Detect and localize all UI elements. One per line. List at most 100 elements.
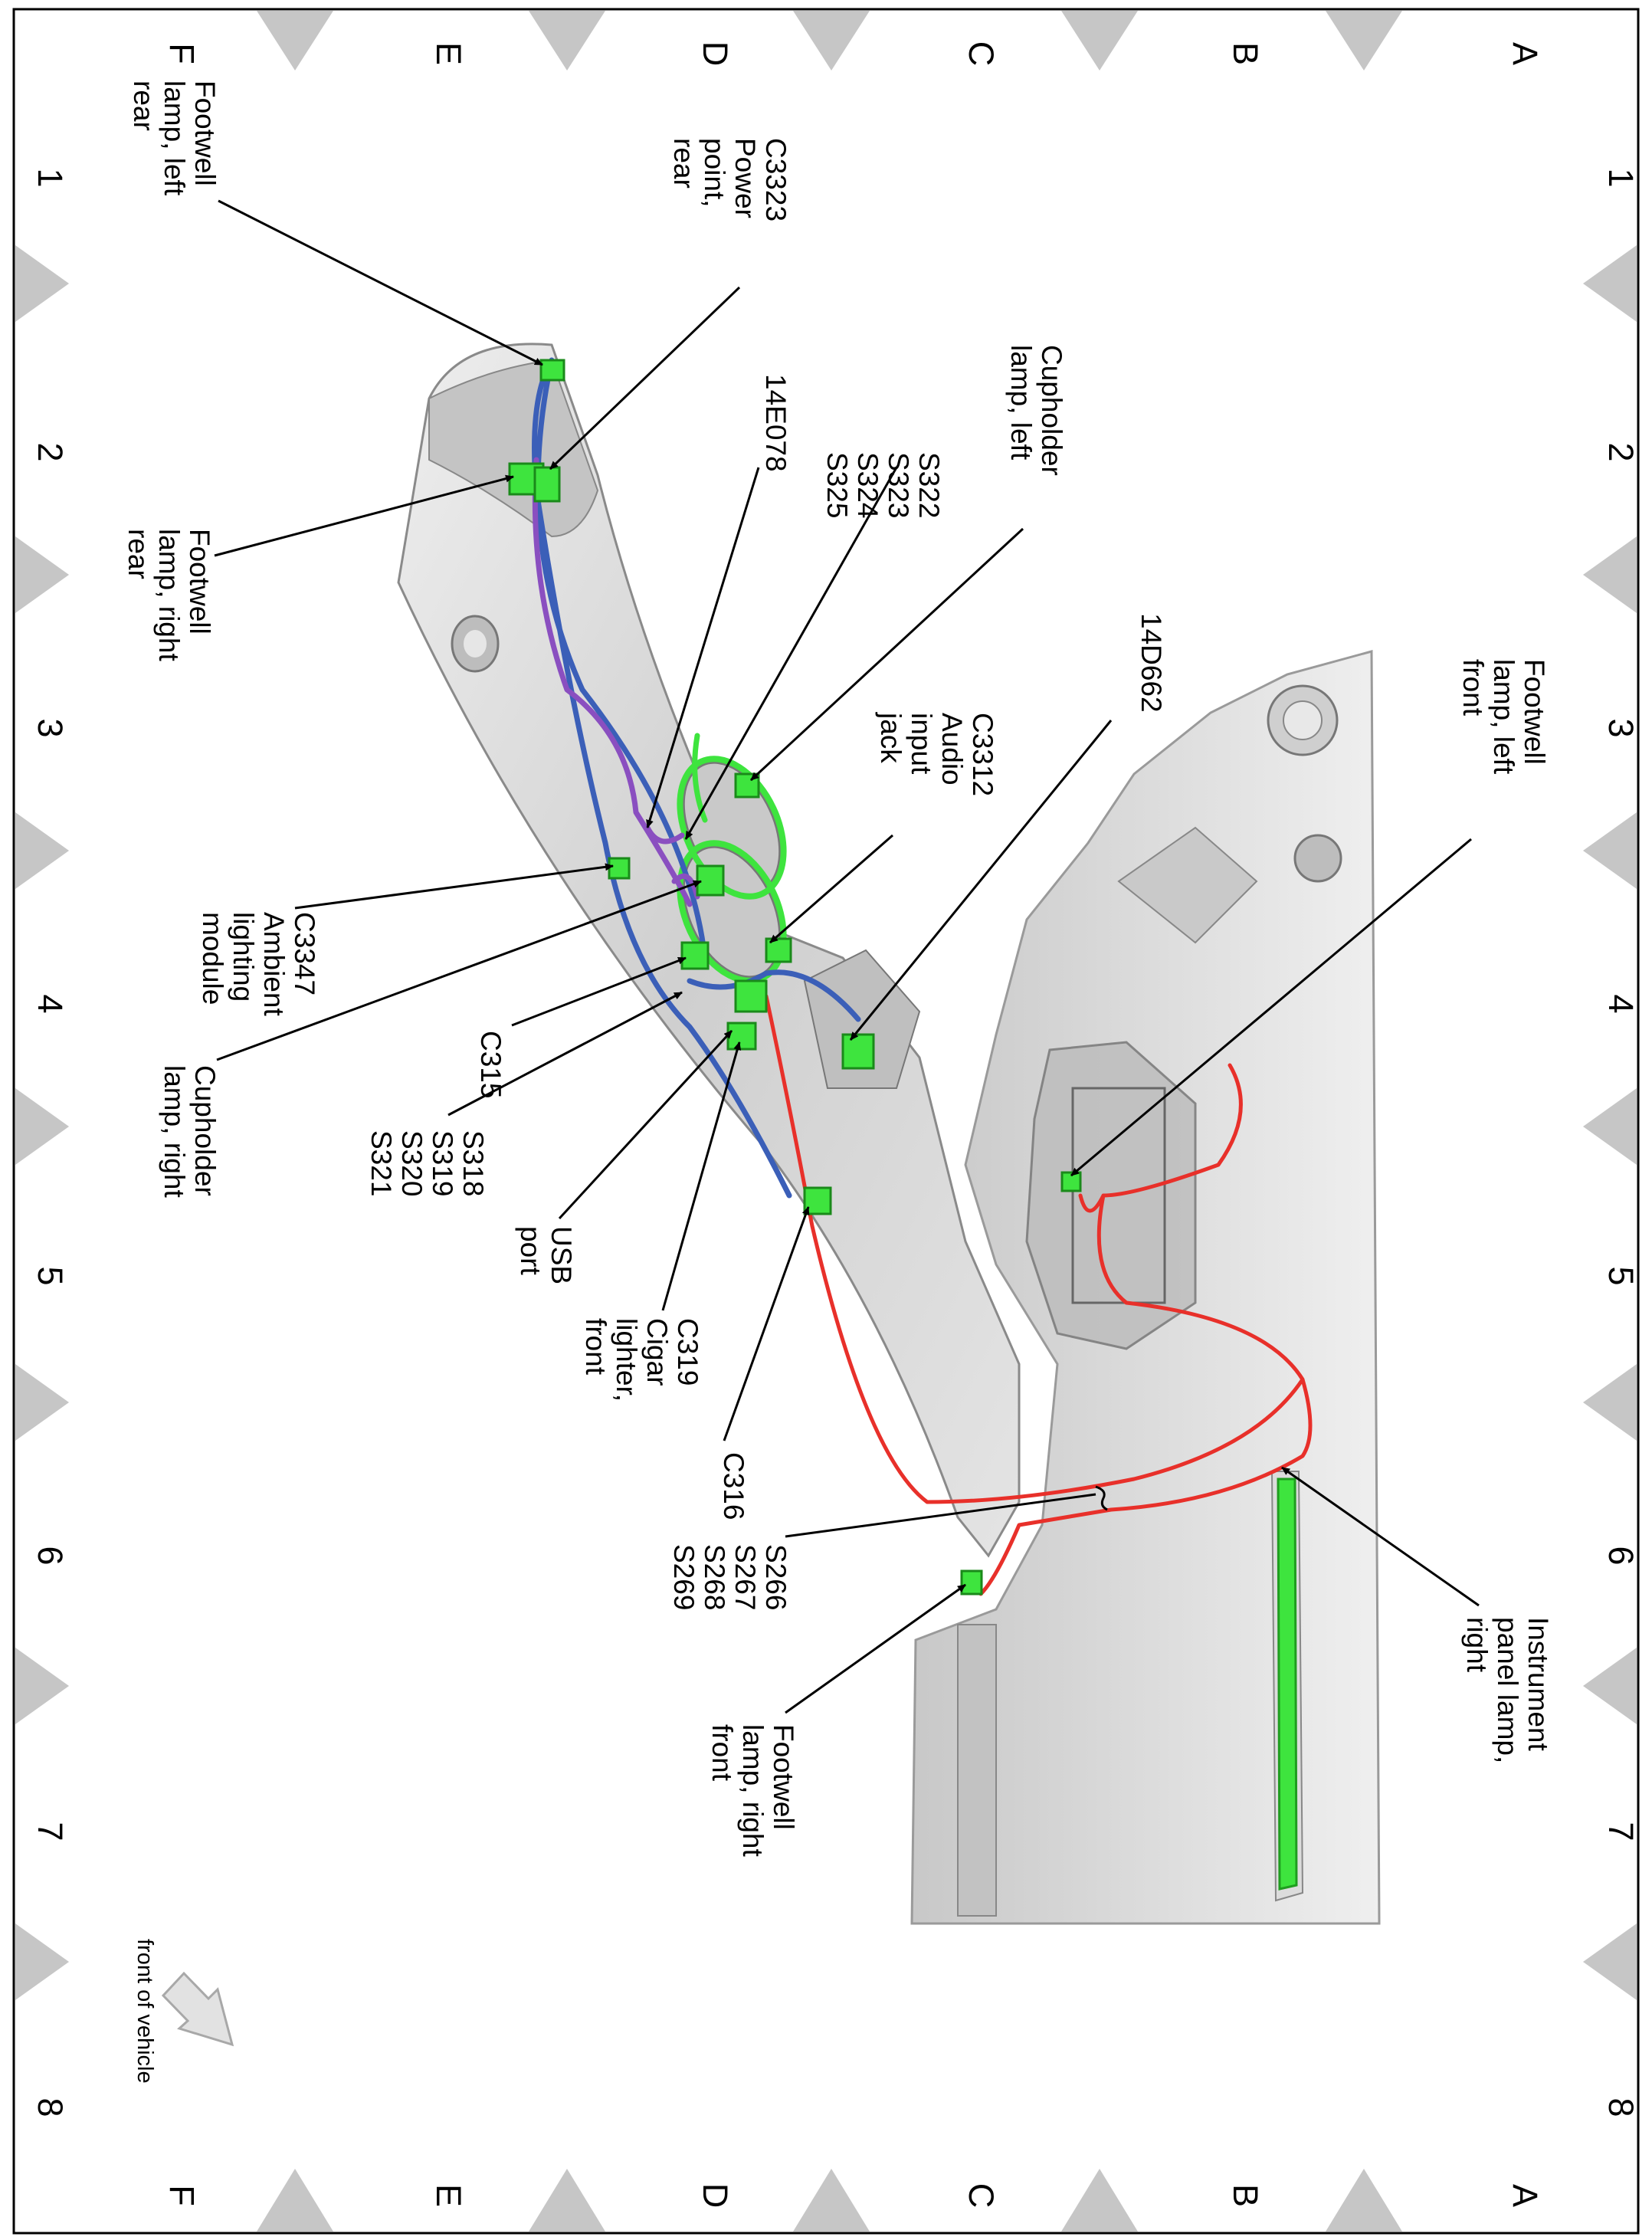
connector-14d662	[841, 1033, 875, 1070]
callout-line: lamp, left	[159, 80, 190, 196]
col-label-right-2: 2	[1601, 442, 1641, 461]
callout-14e078: 14E078	[760, 374, 792, 472]
callout-line: point,	[699, 138, 730, 208]
col-label-right-3: 3	[1601, 718, 1641, 737]
callout-line: S266	[760, 1544, 792, 1610]
col-label-right-4: 4	[1601, 994, 1641, 1013]
callout-line: S321	[365, 1130, 397, 1196]
callout-line: module	[197, 912, 228, 1005]
callout-c315: C315	[475, 1031, 506, 1098]
leader-lines	[214, 199, 1480, 1714]
callout-line: input	[906, 713, 937, 775]
col-label-left-8: 8	[31, 2097, 70, 2117]
col-label-left-6: 6	[31, 1546, 70, 1565]
col-label-left-3: 3	[31, 718, 70, 737]
callout-line: S269	[668, 1544, 700, 1610]
col-label-left-5: 5	[31, 1266, 70, 1285]
connector-c315	[680, 941, 710, 970]
front-of-vehicle-label: front of vehicle	[133, 1939, 157, 2084]
callout-line: Footwell	[184, 529, 215, 635]
col-label-right-1: 1	[1601, 168, 1641, 187]
callout-line: Instrument	[1523, 1617, 1554, 1752]
callout-c316: C316	[718, 1452, 749, 1520]
callout-line: S325	[821, 452, 853, 518]
row-label-bottom-E: E	[429, 2184, 468, 2207]
callout-line: S318	[457, 1130, 489, 1196]
callout-line: USB	[546, 1226, 577, 1284]
wire-red	[764, 994, 1313, 1596]
callout-line: lighting	[228, 912, 259, 1002]
col-label-left-1: 1	[31, 168, 70, 187]
callout-line: S267	[729, 1544, 761, 1610]
callout-line: S322	[913, 452, 945, 518]
connector-s318	[734, 979, 768, 1013]
callout-line: lamp, right	[737, 1724, 769, 1857]
callout-line: port	[515, 1226, 546, 1275]
callout-line: front	[706, 1724, 738, 1782]
connector-footwell-left-rear	[539, 359, 565, 382]
callout-line: right	[1461, 1617, 1493, 1673]
col-labels-left: 1 2 3 4 5 6 7 8	[31, 168, 70, 2117]
col-label-right-6: 6	[1601, 1546, 1641, 1565]
col-label-right-8: 8	[1601, 2097, 1641, 2117]
callout-line: lamp, left	[1488, 659, 1519, 775]
callout-line: Cupholder	[189, 1065, 221, 1196]
connector-cupholder-right	[696, 864, 725, 897]
orientation-indicator: front of vehicle	[133, 1939, 234, 2084]
callout-line: front	[1457, 659, 1489, 717]
callout-line: Ambient	[258, 912, 290, 1016]
callout-line: S323	[883, 452, 914, 518]
callout-line: panel lamp,	[1492, 1617, 1523, 1763]
callout-line: S268	[699, 1544, 730, 1610]
col-label-left-7: 7	[31, 1822, 70, 1841]
callout-line: S319	[427, 1130, 458, 1196]
wire-purple	[532, 457, 700, 907]
callout-line: C3323	[760, 138, 792, 221]
callout-line: Cupholder	[1036, 345, 1067, 476]
callout-line: lamp, left	[1005, 345, 1037, 461]
connector-c3323	[533, 466, 561, 503]
grid-markers	[15, 11, 1637, 2232]
callout-line: Audio	[936, 713, 968, 785]
callout-line: Cigar	[641, 1318, 673, 1386]
col-label-left-2: 2	[31, 442, 70, 461]
row-label-top-C: C	[962, 41, 1001, 67]
callout-line: C316	[718, 1452, 749, 1520]
callout-line: Footwell	[189, 80, 221, 186]
callout-line: lamp, right	[159, 1065, 190, 1198]
col-label-right-7: 7	[1601, 1822, 1641, 1841]
row-label-bottom-A: A	[1506, 2184, 1545, 2207]
callout-line: Footwell	[1519, 659, 1550, 765]
callout-line: rear	[123, 529, 154, 579]
callout-line: 14D662	[1136, 613, 1167, 713]
callout-line: front	[580, 1318, 611, 1376]
callout-line: rear	[668, 138, 700, 189]
row-label-bottom-C: C	[962, 2183, 1001, 2209]
callout-line: Footwell	[768, 1724, 799, 1830]
callout-14d662: 14D662	[1136, 613, 1167, 713]
row-label-top-B: B	[1226, 42, 1265, 65]
row-label-top-F: F	[162, 43, 202, 64]
row-label-top-E: E	[429, 42, 468, 65]
callout-line: S324	[852, 452, 883, 518]
connector-c3347	[608, 857, 631, 880]
col-label-left-4: 4	[31, 994, 70, 1013]
page-border	[12, 8, 1640, 2235]
callout-line: C3347	[289, 912, 320, 995]
